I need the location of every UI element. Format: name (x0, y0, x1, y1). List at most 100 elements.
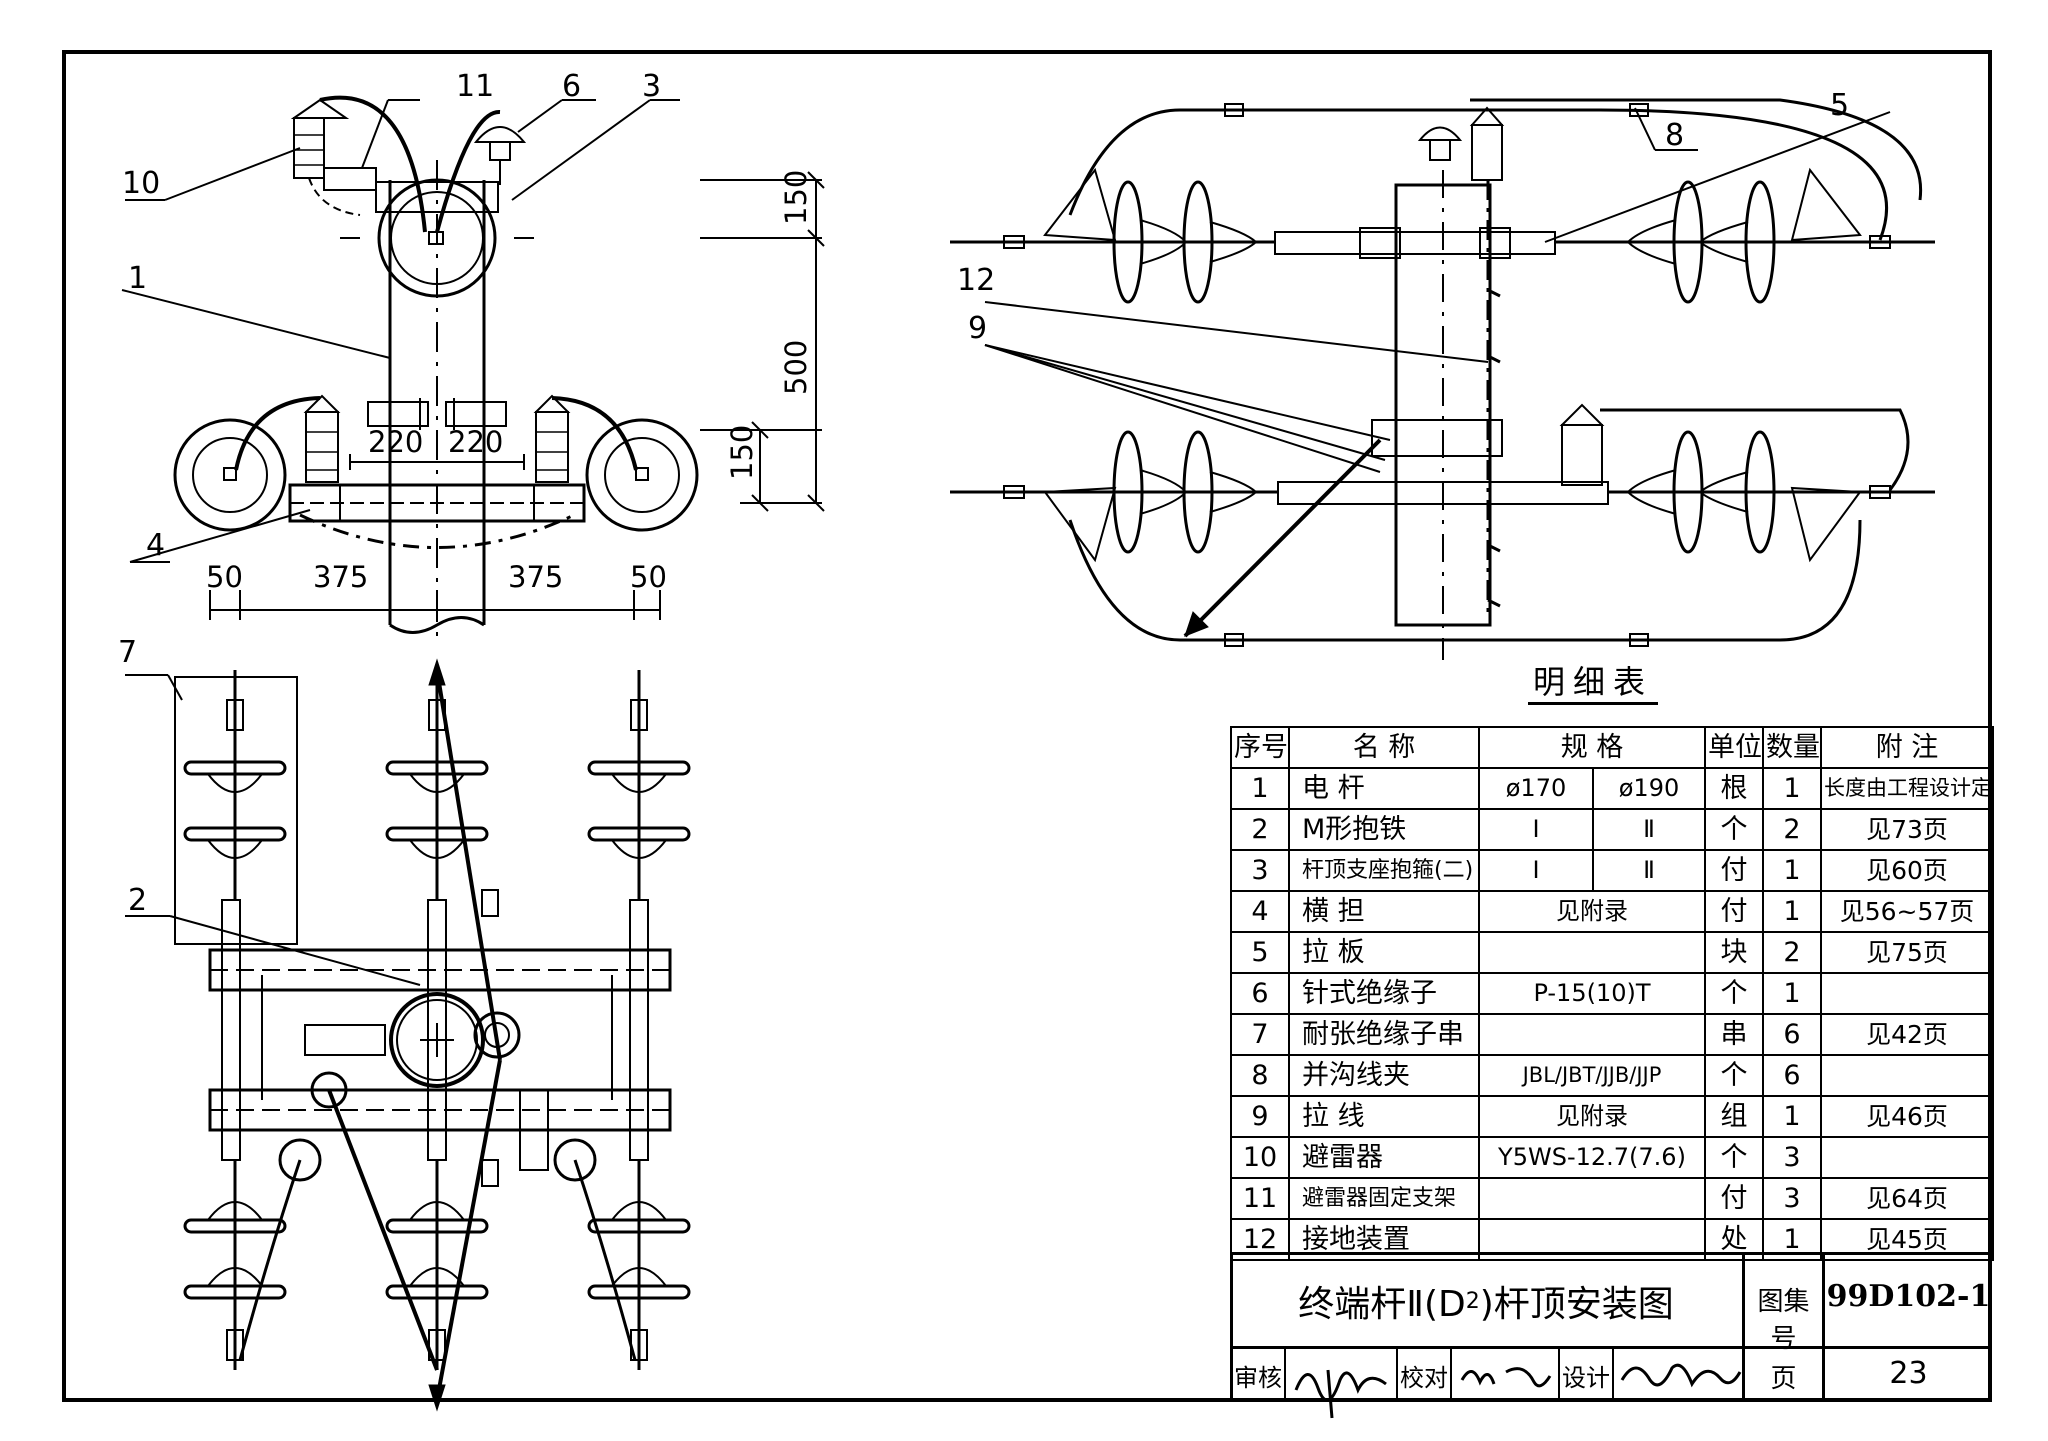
callout-9: 9 (968, 311, 987, 346)
atlas-no: 99D102-1 (1826, 1279, 1991, 1314)
review-label: 审核 (1234, 1364, 1282, 1392)
row-qty: 6 (1762, 1054, 1822, 1097)
row-unit: 根 (1704, 767, 1764, 810)
table-row: 9 拉 线 见附录 组 1 见46页 (1230, 1095, 1994, 1138)
dimension-labels: 150 500 150 220 220 50 375 375 50 (206, 170, 813, 594)
designer-signature (1620, 1363, 1742, 1388)
callout-2: 2 (128, 883, 147, 918)
lightning-arrester-left (303, 394, 341, 483)
plan-strain-strings-bottom (183, 1160, 691, 1370)
row-name: M形抱铁 (1288, 808, 1480, 851)
check-label: 校对 (1400, 1364, 1448, 1392)
row-spec (1478, 931, 1706, 974)
row-no: 6 (1230, 972, 1290, 1015)
row-name: 针式绝缘子 (1288, 972, 1480, 1015)
title-block-divider (1450, 1349, 1452, 1402)
atlas-no-label: 图集号 (1757, 1287, 1810, 1354)
row-name: 并沟线夹 (1288, 1054, 1480, 1097)
row-qty: 6 (1762, 1013, 1822, 1056)
header-name: 名 称 (1288, 726, 1480, 769)
row-unit: 付 (1704, 849, 1764, 892)
drawing-title-end: )杆顶安装图 (1479, 1284, 1674, 1325)
row-note (1820, 1054, 1994, 1097)
row-unit: 付 (1704, 1177, 1764, 1220)
header-qty: 数量 (1762, 726, 1822, 769)
title-block-divider (1822, 1252, 1825, 1402)
title-block-divider (1612, 1349, 1614, 1402)
row-unit: 付 (1704, 890, 1764, 933)
dim-375-left: 375 (313, 560, 368, 594)
side-view (950, 98, 1935, 660)
row-no: 11 (1230, 1177, 1290, 1220)
plan-view (125, 658, 691, 1412)
title-block-divider (1742, 1252, 1745, 1402)
row-qty: 1 (1762, 849, 1822, 892)
row-spec: 见附录 (1478, 890, 1706, 933)
row-name: 杆顶支座抱箍(二) (1288, 849, 1480, 892)
strain-string-upper-left (950, 167, 1275, 304)
row-spec: JBL/JBT/JJB/JJP (1478, 1054, 1706, 1097)
lightning-arrester-top (290, 98, 361, 216)
row-qty: 3 (1762, 1136, 1822, 1179)
title-block-divider (1396, 1349, 1398, 1402)
row-spec: Y5WS-12.7(7.6) (1478, 1136, 1706, 1179)
row-qty: 1 (1762, 890, 1822, 933)
table-row: 7 耐张绝缘子串 串 6 见42页 (1230, 1013, 1994, 1056)
table-row: 10 避雷器 Y5WS-12.7(7.6) 个 3 (1230, 1136, 1994, 1179)
table-row: 6 针式绝缘子 P-15(10)T 个 1 (1230, 972, 1994, 1015)
row-no: 8 (1230, 1054, 1290, 1097)
row-no: 10 (1230, 1136, 1290, 1179)
callout-10: 10 (122, 166, 160, 201)
row-note: 见75页 (1820, 931, 1994, 974)
header-note: 附 注 (1820, 726, 1994, 769)
row-note: 见60页 (1820, 849, 1994, 892)
row-name: 避雷器固定支架 (1288, 1177, 1480, 1220)
header-unit: 单位 (1704, 726, 1764, 769)
callout-1: 1 (128, 261, 147, 296)
dim-220-left: 220 (368, 425, 423, 459)
row-no: 9 (1230, 1095, 1290, 1138)
row-note (1820, 1136, 1994, 1179)
table-row: 5 拉 板 块 2 见75页 (1230, 931, 1994, 974)
row-name: 耐张绝缘子串 (1288, 1013, 1480, 1056)
header-spec: 规 格 (1478, 726, 1706, 769)
callout-6: 6 (562, 69, 581, 104)
row-spec-a: Ⅰ (1478, 808, 1594, 851)
callout-8: 8 (1665, 118, 1684, 153)
title-block-divider (1284, 1349, 1286, 1402)
row-spec-a: ø170 (1478, 767, 1594, 810)
page-label: 页 (1770, 1364, 1797, 1394)
dim-150-top: 150 (779, 170, 813, 225)
table-row: 8 并沟线夹 JBL/JBT/JJB/JJP 个 6 (1230, 1054, 1994, 1097)
drawing-title-sub: 2 (1465, 1288, 1480, 1314)
table-row: 4 横 担 见附录 付 1 见56~57页 (1230, 890, 1994, 933)
strain-string-lower-right (1608, 430, 1935, 563)
header-no: 序号 (1230, 726, 1290, 769)
row-spec-b: Ⅱ (1592, 849, 1706, 892)
title-block (1230, 1252, 1992, 1402)
callout-12: 12 (957, 263, 995, 298)
row-name: 电 杆 (1288, 767, 1480, 810)
row-unit: 个 (1704, 1054, 1764, 1097)
design-label: 设计 (1562, 1364, 1610, 1392)
row-no: 1 (1230, 767, 1290, 810)
row-unit: 个 (1704, 972, 1764, 1015)
checker-signature (1460, 1367, 1552, 1388)
row-no: 4 (1230, 890, 1290, 933)
row-unit: 块 (1704, 931, 1764, 974)
row-name: 拉 板 (1288, 931, 1480, 974)
insulator-right-end (585, 418, 699, 532)
table-row: 3 杆顶支座抱箍(二) Ⅰ Ⅱ 付 1 见60页 (1230, 849, 1994, 892)
callout-5: 5 (1830, 88, 1849, 123)
row-unit: 串 (1704, 1013, 1764, 1056)
row-note: 见42页 (1820, 1013, 1994, 1056)
table-header-row: 序号 名 称 规 格 单位 数量 附 注 (1230, 726, 1994, 769)
callout-labels: 10 11 6 3 1 4 8 5 12 9 7 2 (118, 69, 1849, 918)
dim-50-left: 50 (206, 560, 243, 594)
lightning-arrester-right (533, 394, 571, 483)
dim-500: 500 (779, 340, 813, 395)
strain-string-lower-left (950, 430, 1278, 563)
parts-table: 序号 名 称 规 格 单位 数量 附 注 1 电 杆 ø170 ø190 根 1… (1230, 726, 1994, 1261)
